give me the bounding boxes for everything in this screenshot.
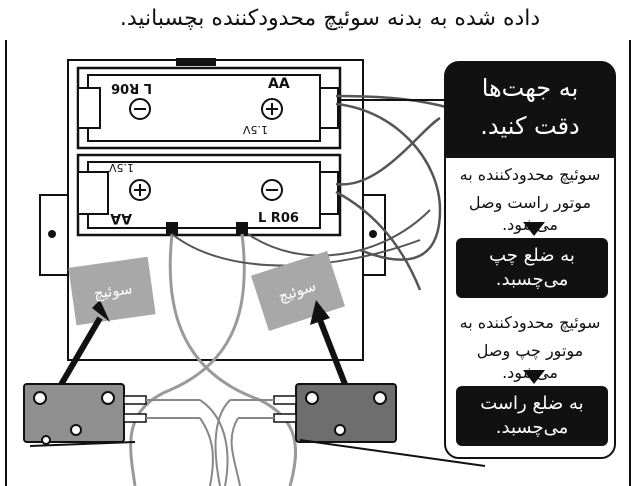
right-bracket-screw	[369, 230, 377, 238]
battery-bottom-right-terminal	[319, 171, 339, 215]
gray-wire-left	[168, 233, 297, 486]
connector-right	[236, 222, 248, 234]
connector-left	[166, 222, 178, 234]
arrow-left-shaft	[52, 316, 103, 397]
callout-box-left-side	[456, 238, 608, 298]
battery-top-model-label: L R06	[111, 80, 152, 95]
down-arrow-2	[523, 370, 545, 384]
battery-bottom-aa-label: AA	[110, 210, 132, 226]
callout-box1-line2: می‌چسبد.	[495, 269, 569, 290]
callout-box2-line2: می‌چسبد.	[495, 417, 569, 438]
callout-title-bg	[445, 62, 615, 158]
callout-box2-line1: به ضلع راست	[480, 393, 584, 414]
arrow-left-head	[92, 300, 110, 322]
battery-bottom-model-label: L R06	[258, 211, 299, 226]
callout-box1-line1: به ضلع چپ	[489, 245, 575, 266]
battery-top-voltage-label: 1.5V	[243, 123, 268, 136]
dark-wire-3	[335, 116, 441, 186]
instruction-text: داده شده به بدنه سوئیچ محدودکننده بچسبان…	[119, 6, 541, 31]
limit-switch-left	[23, 383, 125, 443]
battery-top-aa-label: AA	[268, 76, 290, 92]
arrow-right-shaft	[317, 318, 351, 394]
top-tab	[176, 58, 216, 66]
callout-text-top-line2: موتور راست وصل می‌شود.	[468, 193, 592, 234]
dark-wire-5	[247, 209, 431, 257]
callout-title-line2: دقت کنید.	[480, 112, 580, 140]
gray-wire-right	[129, 233, 246, 486]
right-switch-lever	[299, 439, 486, 467]
callout-text-top-line1: سوئیچ محدودکننده به	[459, 165, 601, 184]
battery-top-left-terminal	[77, 87, 101, 129]
callout-box-right-side	[456, 386, 608, 446]
battery-bottom-voltage-label: 1.5V	[109, 161, 134, 174]
limit-switch-right	[295, 383, 397, 443]
battery-top-right-terminal	[319, 87, 339, 129]
callout-title-line1: به جهت‌ها	[481, 74, 579, 102]
left-bracket-screw	[48, 230, 56, 238]
battery-bottom-left-terminal	[77, 171, 109, 215]
down-arrow-1	[523, 222, 545, 236]
arrow-right-head	[310, 300, 330, 325]
dark-wire-2	[335, 102, 442, 261]
dark-wire-4	[335, 190, 422, 291]
callout-text-mid-line2: موتور چپ وصل می‌شود.	[476, 341, 584, 382]
left-switch-lever	[29, 441, 136, 447]
switch-sticker-left	[68, 256, 156, 326]
callout-text-mid-line1: سوئیچ محدودکننده به	[459, 313, 601, 332]
